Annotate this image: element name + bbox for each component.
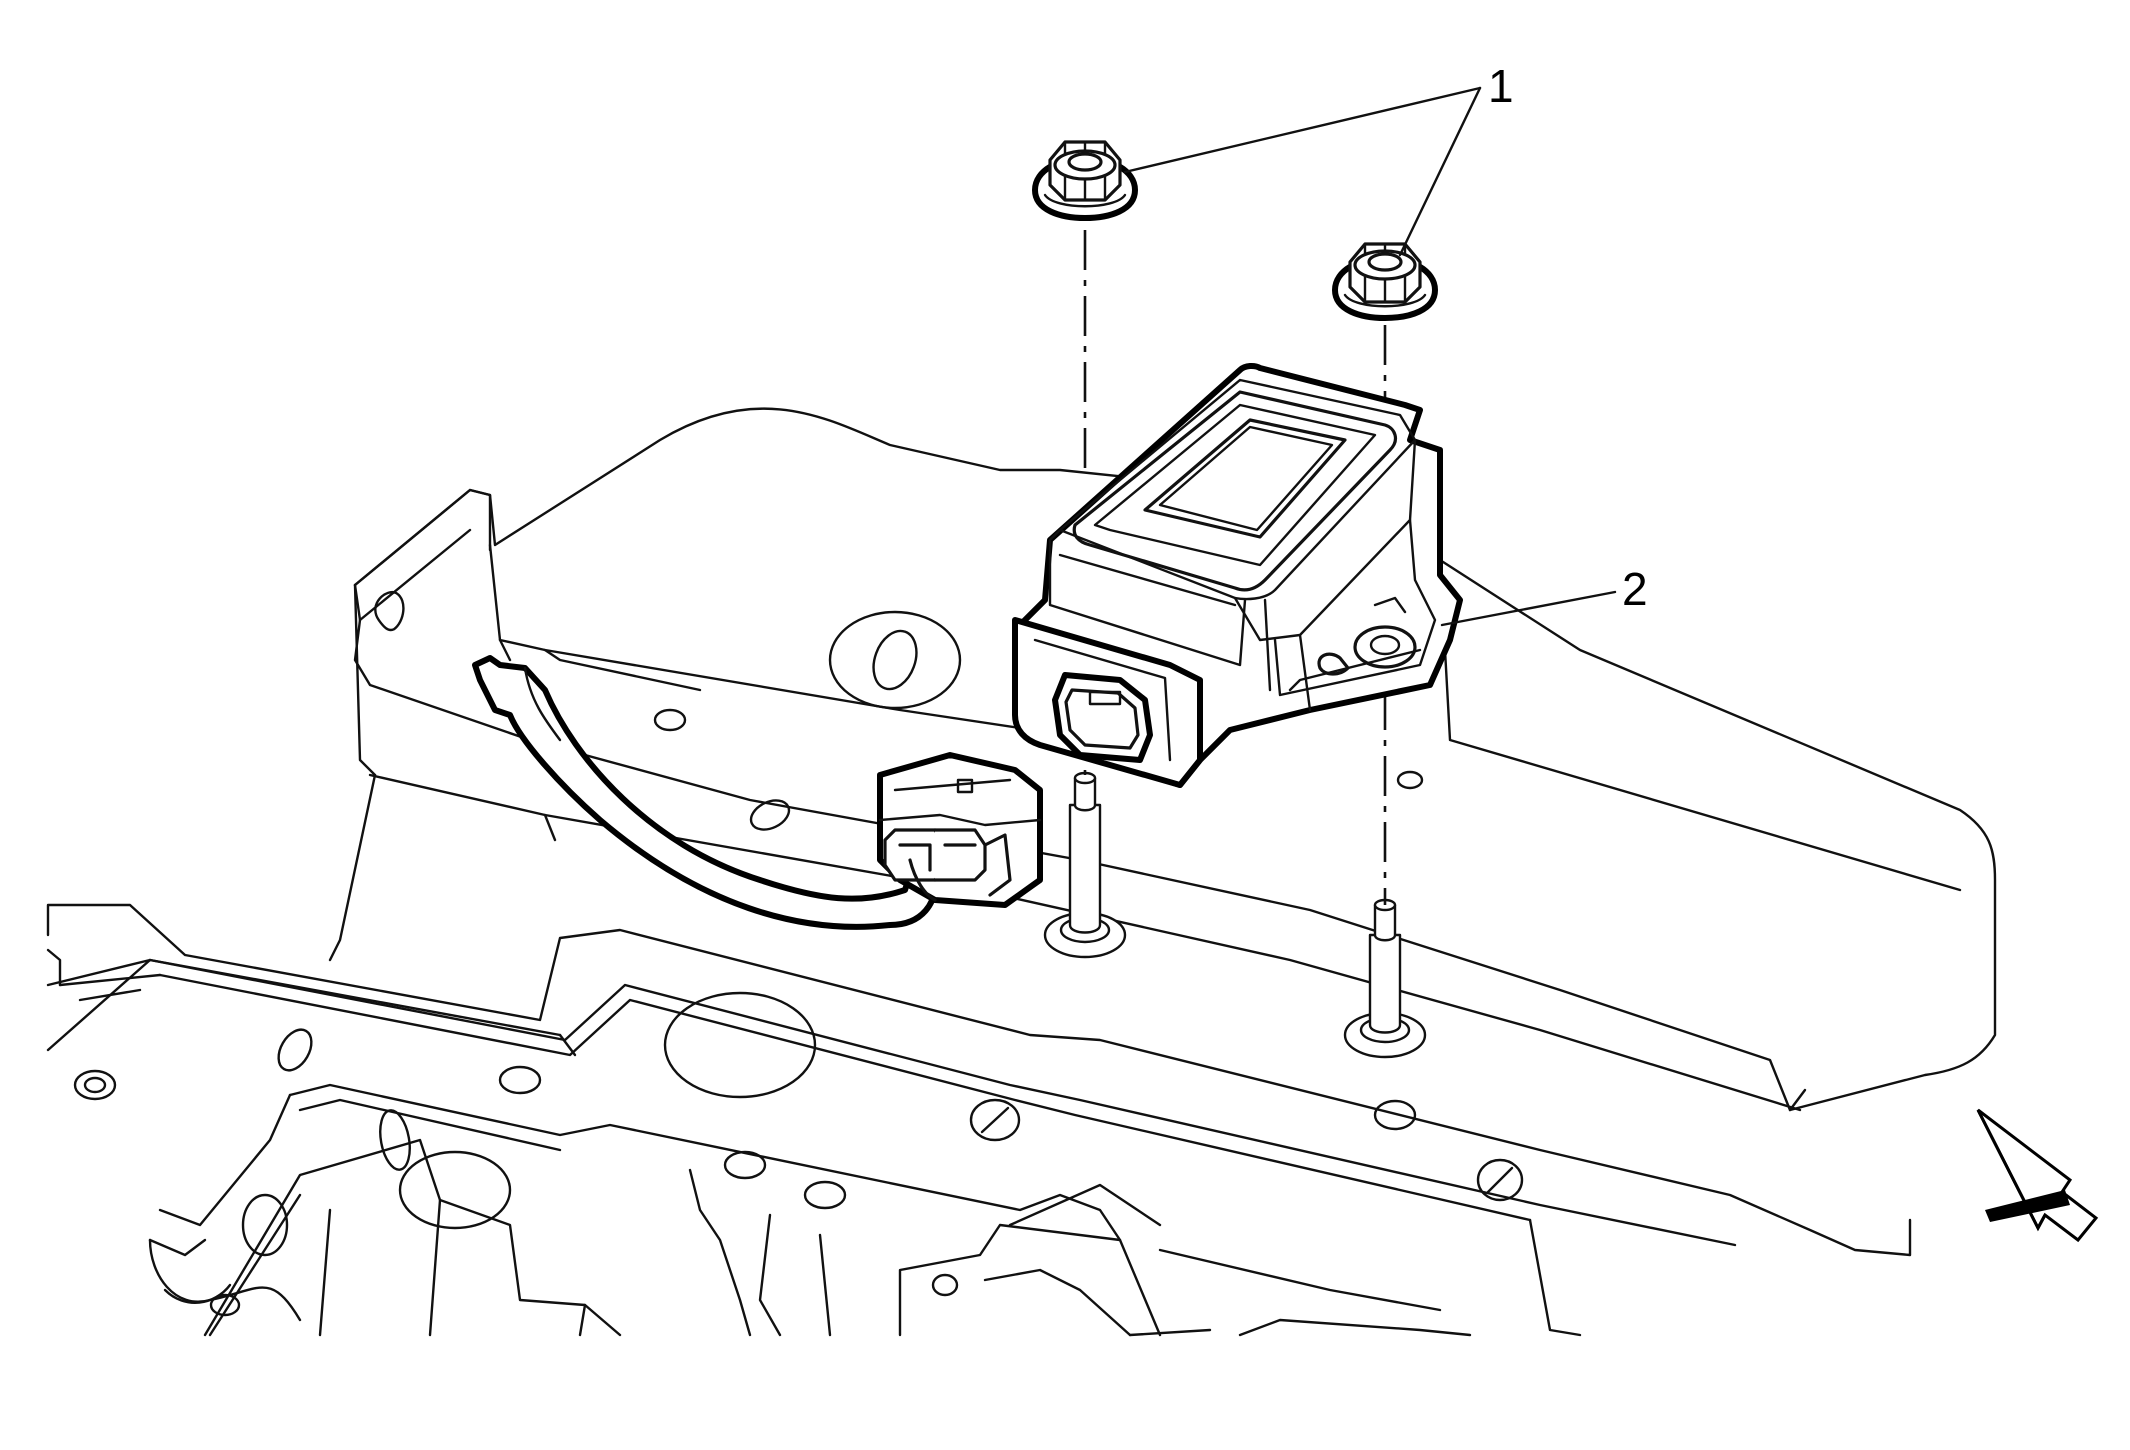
callout-1-label: 1 [1488,60,1514,112]
floor-pan [46,903,1912,1337]
front-direction-arrow-icon [1976,1108,2099,1243]
flange-nut-left [1032,140,1138,221]
callout-2-leader [1440,590,1617,627]
mounting-stud-right [1343,898,1427,1059]
callout-2-label: 2 [1622,563,1648,615]
mounting-stud-left [1043,771,1127,959]
flange-nut-right [1332,242,1438,321]
callout-1-leaders [1123,86,1482,257]
sensor-module [1012,362,1463,788]
wiring-harness [472,655,1043,930]
